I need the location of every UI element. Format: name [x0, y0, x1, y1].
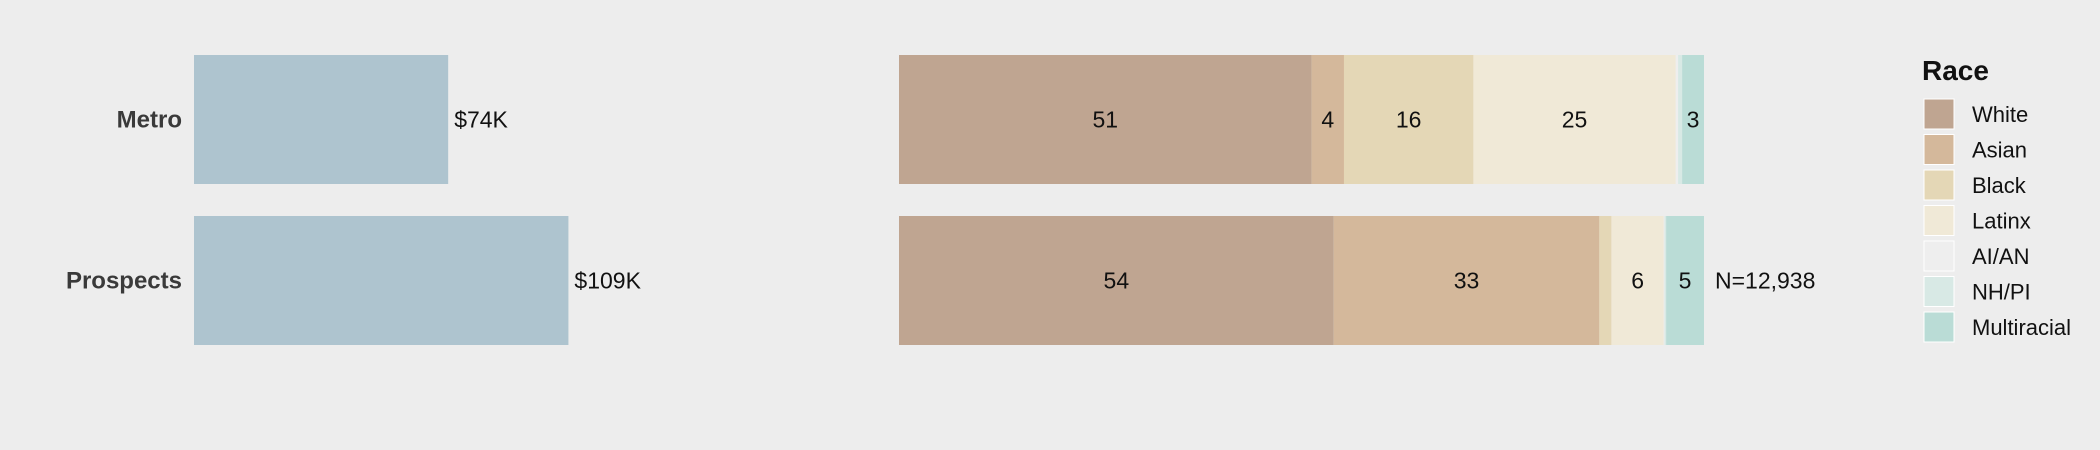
- segment-prospects-ai-an: [1663, 216, 1665, 345]
- legend-swatch-white: [1923, 98, 1955, 130]
- legend-label-ai-an: AI/AN: [1972, 244, 2029, 269]
- segment-metro-latinx: [1473, 55, 1676, 184]
- income-bar-prospects: [194, 216, 569, 345]
- income-bar-metro: [194, 55, 449, 184]
- income-value-label: $109K: [574, 268, 641, 294]
- legend-label-nh-pi: NH/PI: [1972, 280, 2031, 305]
- segment-prospects-black: [1599, 216, 1612, 345]
- segment-label: 3: [1687, 107, 1700, 133]
- segment-label: 51: [1093, 107, 1119, 133]
- segment-prospects-latinx: [1611, 216, 1664, 345]
- segment-label: 54: [1104, 268, 1130, 294]
- sample-size-label: N=12,938: [1715, 268, 1815, 294]
- segment-label: 4: [1321, 107, 1334, 133]
- legend-title: Race: [1922, 55, 1989, 86]
- segment-label: 33: [1454, 268, 1480, 294]
- legend-swatch-latinx: [1923, 205, 1955, 236]
- income-bar-chart: $74K $109K: [194, 55, 642, 345]
- segment-prospects-white: [899, 216, 1334, 345]
- category-label-prospects: Prospects: [66, 268, 182, 295]
- segment-metro-black: [1343, 55, 1474, 184]
- segment-label: 5: [1679, 268, 1692, 294]
- legend-label-asian: Asian: [1972, 138, 2027, 163]
- race-stacked-bar-chart: 51 4 16 25 3 54 33 6 5 N=12,938: [899, 55, 1815, 345]
- legend-label-black: Black: [1972, 173, 2027, 198]
- segment-metro-multiracial: [1682, 55, 1704, 184]
- category-label-metro: Metro: [117, 107, 182, 134]
- legend-swatch-nh-pi: [1923, 276, 1955, 307]
- segment-label: 16: [1396, 107, 1422, 133]
- legend-swatch-ai-an: [1923, 240, 1955, 272]
- segment-metro-nh-pi: [1678, 55, 1683, 184]
- segment-prospects-asian: [1333, 216, 1600, 345]
- segment-metro-white: [899, 55, 1312, 184]
- legend-label-multiracial: Multiracial: [1972, 315, 2071, 340]
- segment-prospects-nh-pi: [1664, 216, 1667, 345]
- segment-metro-asian: [1311, 55, 1344, 184]
- segment-label: 6: [1631, 268, 1644, 294]
- segment-prospects-multiracial: [1666, 216, 1704, 345]
- legend-swatch-black: [1923, 169, 1955, 201]
- legend-label-latinx: Latinx: [1972, 209, 2031, 234]
- segment-label: 25: [1562, 107, 1588, 133]
- legend-swatch-multiracial: [1923, 311, 1955, 343]
- income-value-label: $74K: [454, 107, 508, 133]
- legend-label-white: White: [1972, 102, 2028, 127]
- segment-metro-ai-an: [1675, 55, 1679, 184]
- legend-swatch-asian: [1923, 134, 1955, 165]
